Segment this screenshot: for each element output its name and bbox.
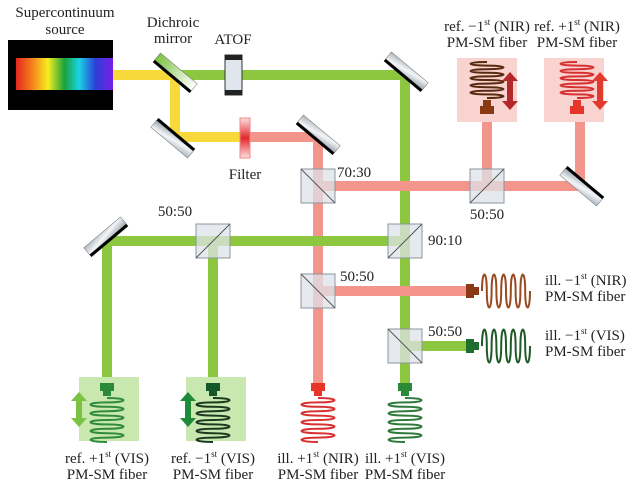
fiber-label-ref-minus1-nir: ref. −1st (NIR): [444, 17, 530, 35]
vis-ref-beam: [102, 236, 405, 385]
fiber-ill-plus1-vis: [387, 383, 423, 443]
fiber-ref-minus1-vis: [186, 377, 246, 443]
fiber-connector: [100, 383, 114, 391]
dichroic-mirror: [152, 52, 198, 94]
fiber-label-line2: PM-SM fiber: [365, 467, 445, 483]
fiber-label-ill-minus1-nir: ill. −1st (NIR): [545, 271, 627, 289]
splitter-ref-nir-label: 50:50: [470, 207, 504, 223]
beam-splitter-ref-nir: [469, 168, 505, 204]
fiber-coil-icon: [469, 61, 505, 99]
fiber-label-line2: PM-SM fiber: [278, 467, 358, 483]
fiber-coil-icon: [481, 328, 531, 364]
fiber-connector: [206, 383, 220, 391]
fiber-connector: [398, 383, 412, 391]
mirror-vis-fold: [383, 51, 429, 93]
fiber-label-line2: PM-SM fiber: [545, 289, 625, 305]
fiber-coil-icon: [481, 273, 531, 309]
fiber-ref-plus1-vis: [79, 377, 139, 443]
white-light-beam: [113, 70, 242, 142]
fiber-label-ref-plus1-vis: ref. +1st (VIS): [65, 449, 149, 467]
source-label-line1: Supercontinuum: [15, 5, 114, 21]
mirror-nir-ref-fold: [559, 165, 605, 207]
spectrum-icon: [16, 58, 113, 90]
fiber-label-ref-minus1-vis: ref. −1st (VIS): [171, 449, 255, 467]
beam-splitter-ref-vis: [195, 223, 231, 259]
translation-arrow-icon: [180, 392, 196, 427]
fiber-label-ill-plus1-vis: ill. +1st (VIS): [365, 449, 445, 467]
fiber-label-line2: PM-SM fiber: [173, 467, 253, 483]
splitter-ill-vis-label: 50:50: [428, 324, 462, 340]
atof-label: ATOF: [214, 32, 251, 48]
splitter-ill-nir-label: 50:50: [340, 269, 374, 285]
dichroic-label-line2: mirror: [154, 31, 192, 47]
atof: [224, 54, 243, 96]
mirror-nir-fold: [295, 114, 341, 156]
fiber-connector: [466, 339, 474, 353]
fiber-coil-icon: [89, 397, 125, 443]
splitter-90-10-label: 90:10: [428, 233, 462, 249]
beam-splitter-90-10: [387, 223, 423, 259]
fiber-connector: [570, 106, 584, 114]
fiber-label-ref-plus1-nir: ref. +1st (NIR): [534, 17, 620, 35]
fiber-coil-icon: [387, 397, 423, 443]
source-label-line2: source: [45, 22, 84, 38]
dichroic-label-line1: Dichroic: [147, 15, 200, 31]
fiber-coil-icon: [300, 397, 336, 443]
translation-arrow-icon: [502, 72, 518, 110]
splitter-ref-vis-label: 50:50: [158, 204, 192, 220]
fiber-label-ill-minus1-vis: ill. −1st (VIS): [545, 326, 625, 344]
mirror-yellow-fold: [150, 117, 196, 159]
translation-arrow-icon: [71, 392, 87, 427]
fiber-coil-icon: [559, 61, 595, 99]
components: [8, 40, 608, 443]
fiber-label-line2: PM-SM fiber: [545, 344, 625, 360]
fiber-label-line2: PM-SM fiber: [67, 467, 147, 483]
fiber-label-ill-plus1-nir: ill. +1st (NIR): [277, 449, 359, 467]
fiber-coil-icon: [195, 397, 231, 443]
beam-splitter-ill-nir: [300, 273, 336, 309]
filter: [239, 117, 251, 159]
fiber-connector: [311, 383, 325, 391]
fiber-ill-minus1-nir: [466, 273, 531, 309]
translation-arrow-icon: [592, 72, 608, 110]
fiber-connector: [466, 284, 474, 298]
fiber-label-line2: PM-SM fiber: [447, 35, 527, 51]
beam-splitter-70-30: [300, 168, 336, 204]
fiber-ill-plus1-nir: [300, 383, 336, 443]
mirror-vis-ref-fold: [83, 216, 129, 258]
filter-label: Filter: [229, 167, 262, 183]
fiber-ref-plus1-nir: [544, 58, 604, 122]
fiber-connector: [480, 106, 494, 114]
splitter-70-30-label: 70:30: [337, 165, 371, 181]
fiber-ill-minus1-vis: [466, 328, 531, 364]
fiber-label-line2: PM-SM fiber: [537, 35, 617, 51]
beam-splitter-ill-vis: [387, 328, 423, 364]
